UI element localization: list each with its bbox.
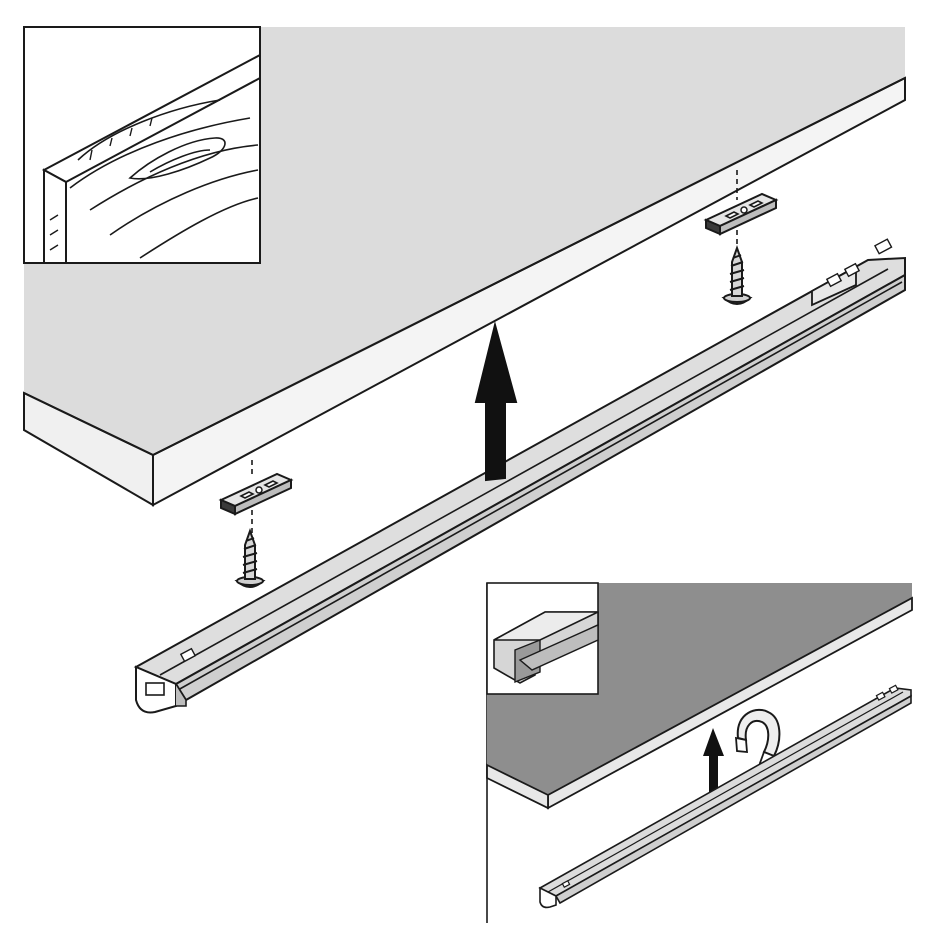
screw-right	[723, 247, 751, 305]
secondary-panel	[486, 582, 913, 923]
mounting-clip-left	[220, 460, 292, 535]
metal-profile-inset	[486, 582, 599, 695]
mounting-clip-right	[705, 170, 777, 250]
mounting-direction-arrow	[474, 321, 518, 482]
screw-left	[236, 530, 264, 588]
wood-grain-inset	[23, 26, 261, 264]
led-profile-rail-small	[538, 684, 912, 909]
mounting-direction-arrow-small	[703, 728, 724, 798]
led-profile-rail	[133, 238, 906, 714]
